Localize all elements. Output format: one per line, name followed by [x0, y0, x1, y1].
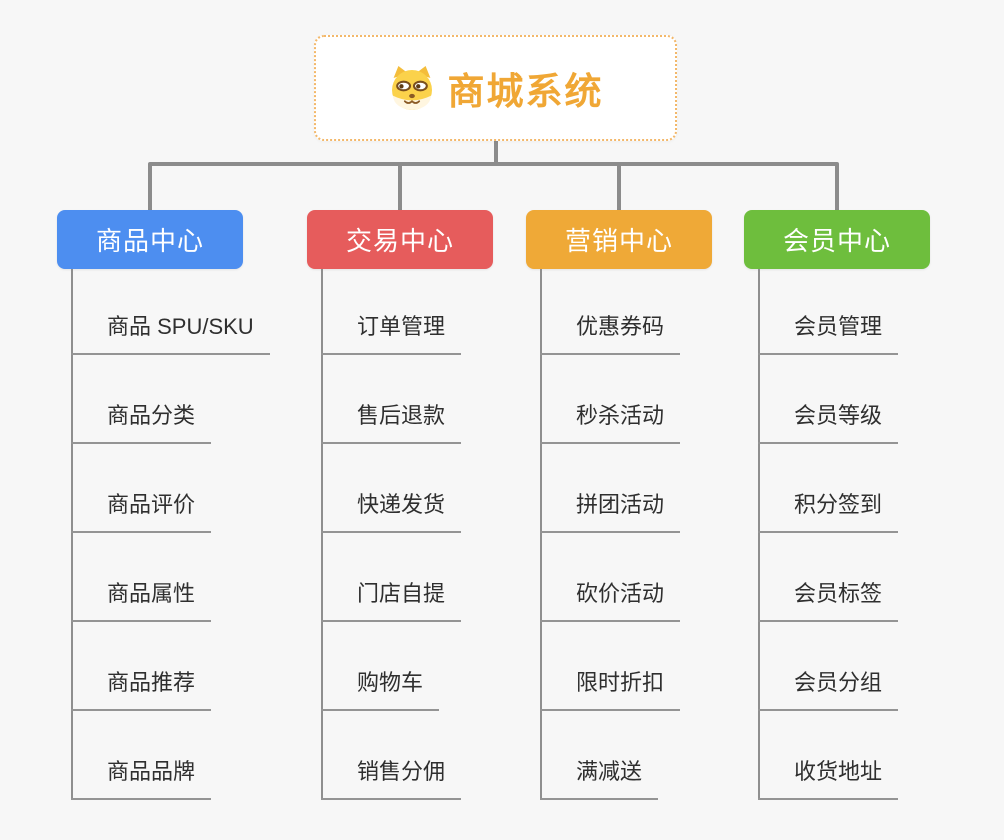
leaf-topic[interactable]: 秒杀活动: [540, 400, 681, 444]
leaf-topic[interactable]: 积分签到: [758, 489, 899, 533]
branch-column-1: 商品中心商品 SPU/SKU 商品分类商品评价商品属性商品推荐商品品牌: [57, 210, 270, 830]
leaf-topic[interactable]: 商品分类: [71, 400, 212, 444]
leaf-topic[interactable]: 收货地址: [758, 756, 899, 800]
leaf-topic[interactable]: 快递发货: [321, 489, 462, 533]
branch-connector-line: [321, 269, 323, 800]
leaf-topic[interactable]: 砍价活动: [540, 578, 681, 622]
branch-connector-line: [71, 269, 73, 800]
leaf-topic[interactable]: 销售分佣: [321, 756, 462, 800]
leaf-topic[interactable]: 商品属性: [71, 578, 212, 622]
leaf-topic[interactable]: 会员标签: [758, 578, 899, 622]
leaf-topic[interactable]: 拼团活动: [540, 489, 681, 533]
branch-node-2[interactable]: 交易中心: [307, 210, 493, 269]
leaf-topic[interactable]: 商品评价: [71, 489, 212, 533]
dog-face-icon: [391, 66, 432, 110]
leaf-topic[interactable]: 订单管理: [321, 311, 462, 355]
branch-node-4[interactable]: 会员中心: [744, 210, 930, 269]
leaf-topic[interactable]: 会员分组: [758, 667, 899, 711]
leaf-topic[interactable]: 满减送: [540, 756, 659, 800]
branch-node-1[interactable]: 商品中心: [57, 210, 243, 269]
branch-column-3: 营销中心优惠券码秒杀活动拼团活动砍价活动限时折扣满减送: [526, 210, 712, 830]
leaf-topic[interactable]: 购物车: [321, 667, 440, 711]
leaf-topic[interactable]: 门店自提: [321, 578, 462, 622]
leaf-topic[interactable]: 限时折扣: [540, 667, 681, 711]
branch-column-2: 交易中心订单管理售后退款快递发货门店自提购物车销售分佣: [307, 210, 493, 830]
leaf-topic[interactable]: 售后退款: [321, 400, 462, 444]
branch-node-3[interactable]: 营销中心: [526, 210, 712, 269]
leaf-topic[interactable]: 商品推荐: [71, 667, 212, 711]
leaf-topic[interactable]: 商品 SPU/SKU: [71, 311, 270, 355]
leaf-topic[interactable]: 会员管理: [758, 311, 899, 355]
leaf-topic[interactable]: 优惠券码: [540, 311, 681, 355]
branch-connector-line: [758, 269, 760, 800]
leaf-topic[interactable]: 会员等级: [758, 400, 899, 444]
branch-column-4: 会员中心会员管理会员等级积分签到会员标签会员分组收货地址: [744, 210, 930, 830]
root-title: 商城系统: [447, 71, 604, 112]
leaf-topic[interactable]: 商品品牌: [71, 756, 212, 800]
root-node[interactable]: 商城系统: [314, 35, 677, 141]
branch-connector-line: [540, 269, 542, 800]
